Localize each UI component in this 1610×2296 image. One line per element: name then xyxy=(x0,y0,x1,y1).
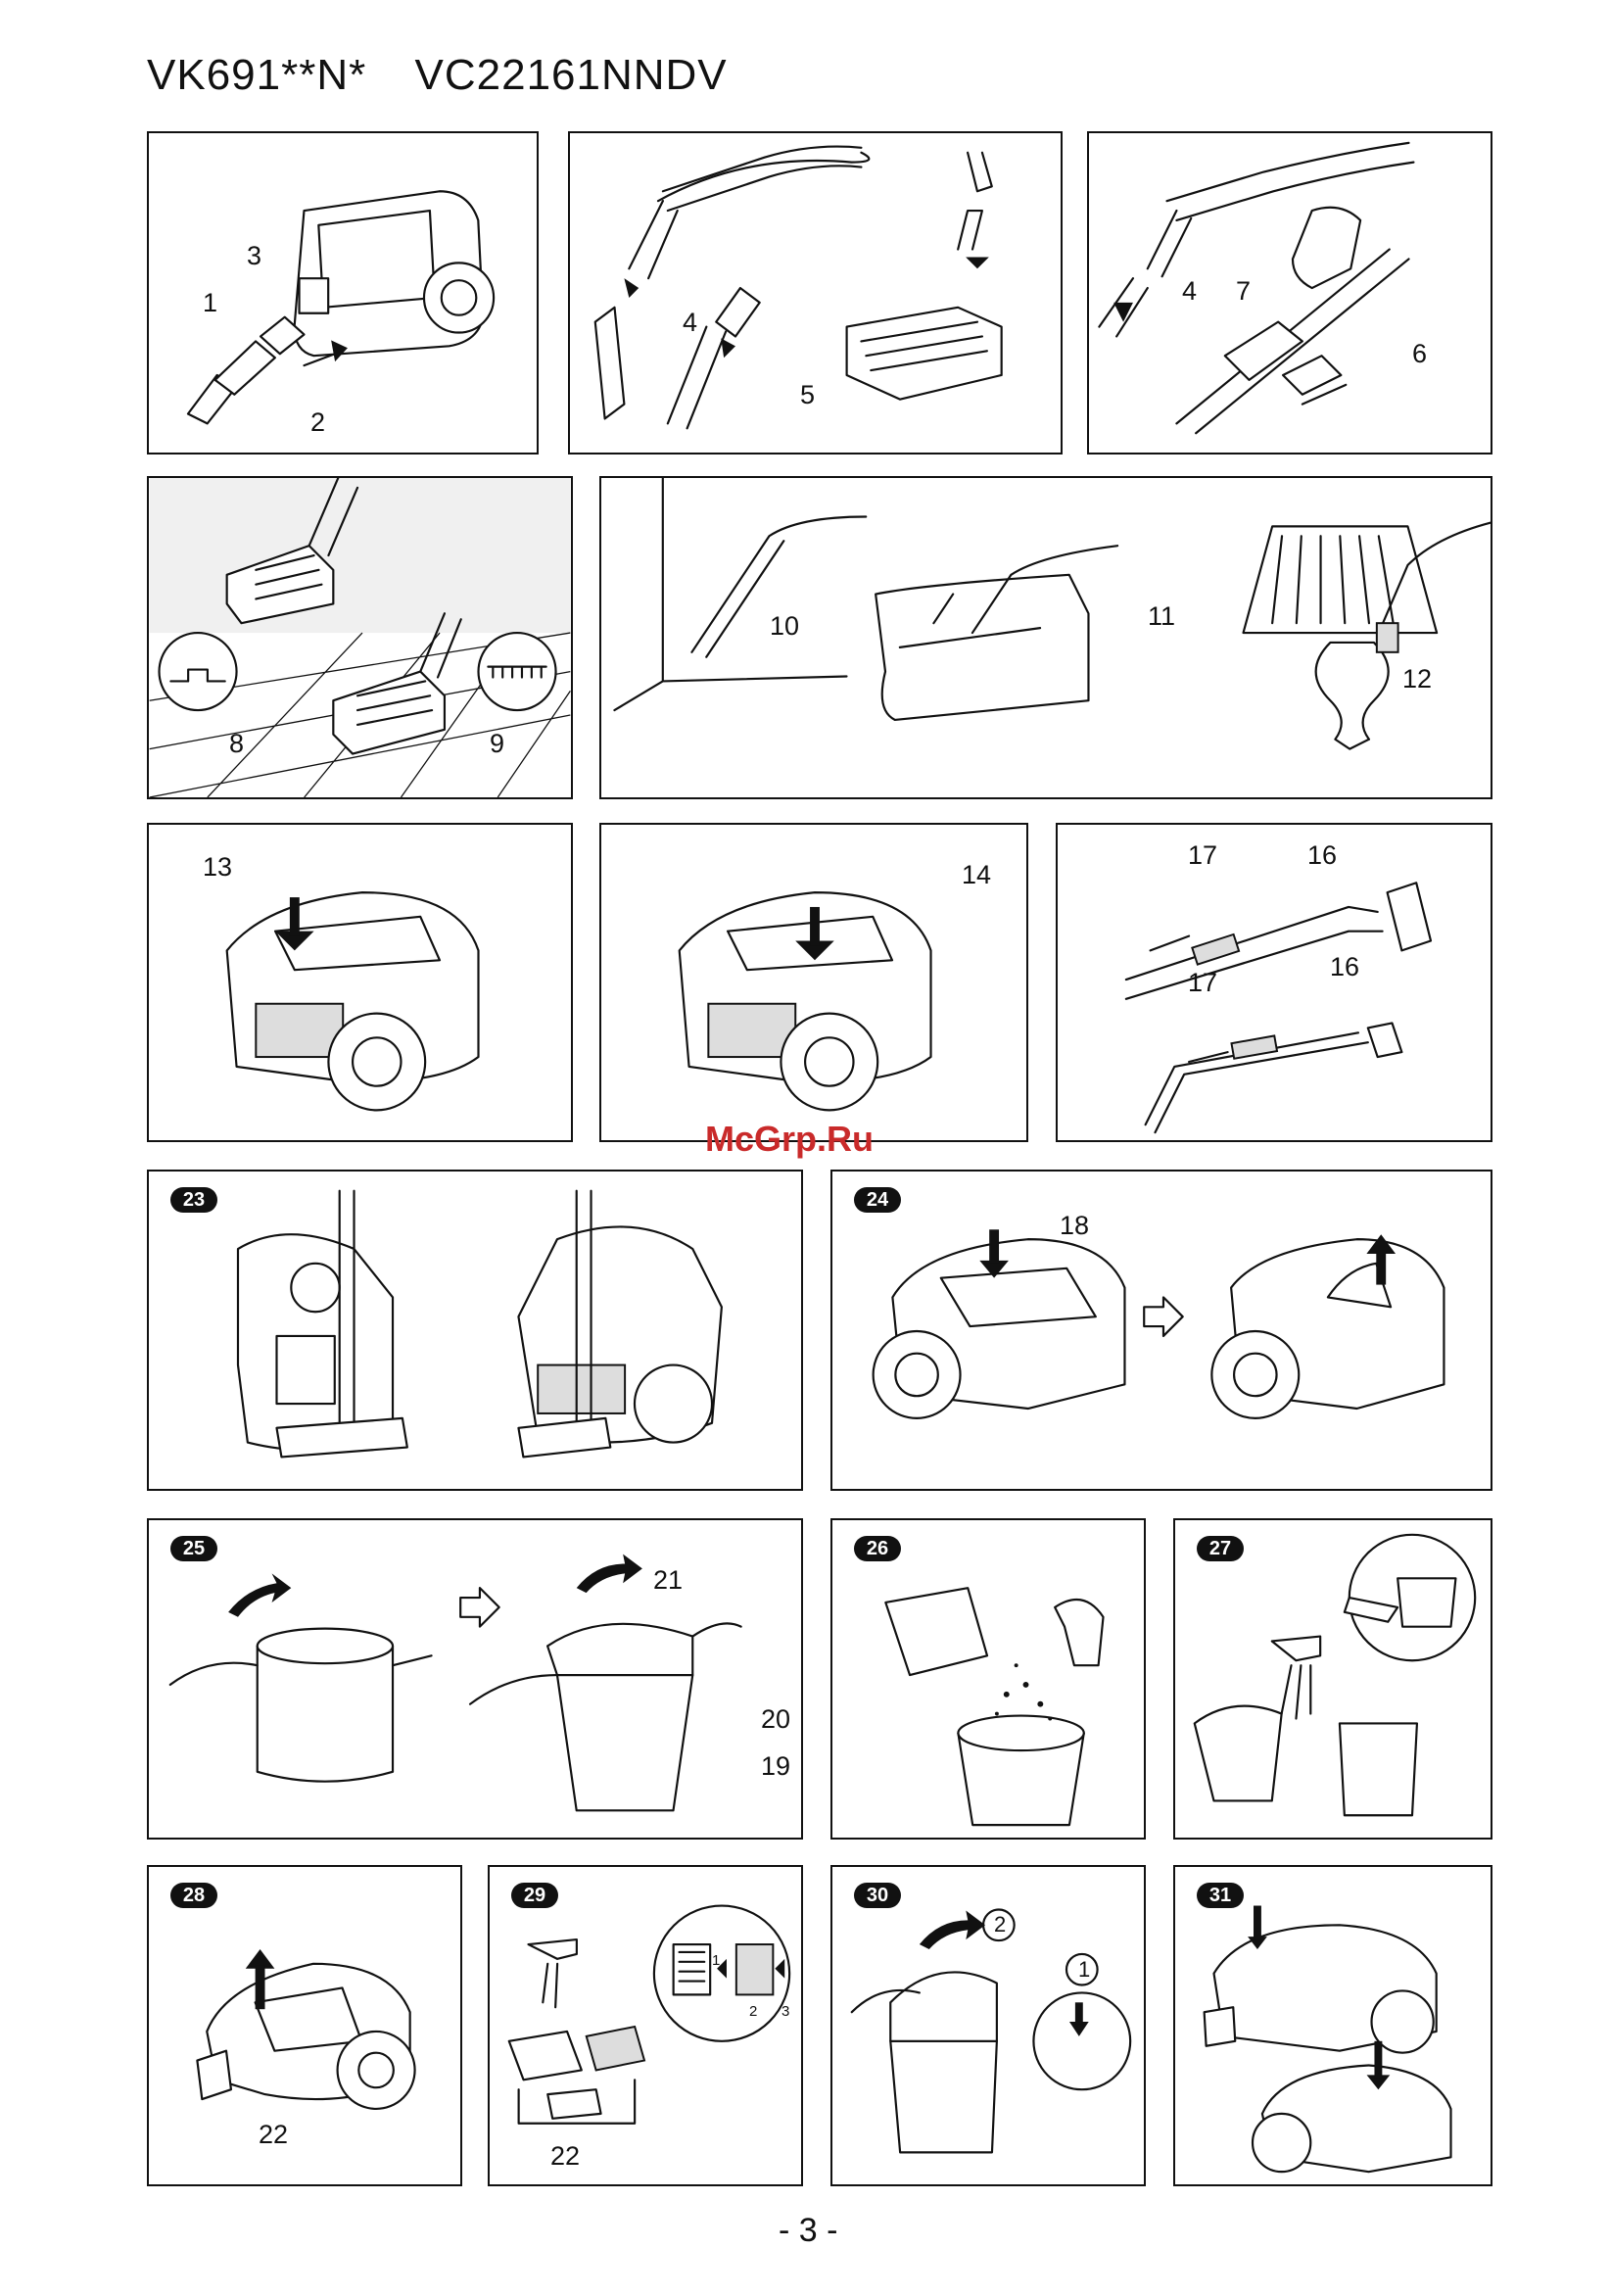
panel-26-empty-dust: 26 xyxy=(830,1518,1146,1840)
model-code-b: VC22161NNDV xyxy=(415,51,728,99)
label-6: 6 xyxy=(1412,341,1427,367)
watermark: McGrp.Ru xyxy=(705,1119,874,1160)
model-code-a: VK691**N* xyxy=(147,51,366,99)
label-13: 13 xyxy=(203,854,232,881)
accessory-nozzles-illustration xyxy=(601,478,1491,797)
empty-dust-illustration xyxy=(832,1520,1144,1838)
step-1: 1 xyxy=(712,1953,720,1968)
panel-attach-tube: 4 5 xyxy=(568,131,1063,454)
close-lid-illustration xyxy=(832,1867,1144,2184)
label-8: 8 xyxy=(229,731,244,757)
panel-floor-nozzle: 8 9 xyxy=(147,476,573,799)
label-9: 9 xyxy=(490,731,504,757)
panel-power-button: 13 xyxy=(147,823,573,1142)
dustbin-release-illustration xyxy=(832,1172,1491,1489)
label-20: 20 xyxy=(761,1706,790,1733)
label-5: 5 xyxy=(800,382,815,408)
suction-control-illustration xyxy=(1058,825,1491,1140)
label-1: 1 xyxy=(203,290,217,316)
label-7: 7 xyxy=(1236,278,1251,305)
label-3: 3 xyxy=(247,243,261,269)
label-4: 4 xyxy=(683,310,697,336)
panel-27-wash-dustbin: 27 xyxy=(1173,1518,1492,1840)
parking-position-illustration xyxy=(149,1172,801,1489)
step-2: 2 xyxy=(994,1914,1006,1936)
step-2: 2 xyxy=(749,2004,757,2019)
label-14: 14 xyxy=(962,862,991,888)
tube-attach-illustration xyxy=(570,133,1061,453)
document-title: VK691**N* VC22161NNDV xyxy=(147,51,763,100)
wash-dustbin-illustration xyxy=(1175,1520,1491,1838)
label-18: 18 xyxy=(1060,1213,1089,1239)
floor-nozzle-illustration xyxy=(149,478,571,797)
label-2: 2 xyxy=(310,409,325,436)
label-21: 21 xyxy=(653,1567,683,1594)
panel-31-reinsert-dustbin: 31 xyxy=(1173,1865,1492,2186)
panel-adjust-tube: 4 7 6 xyxy=(1087,131,1492,454)
step-3: 3 xyxy=(781,2004,789,2019)
panel-29-wash-filter: 29 1 2 3 22 xyxy=(488,1865,803,2186)
label-22: 22 xyxy=(550,2143,580,2170)
reinsert-dustbin-illustration xyxy=(1175,1867,1491,2184)
panel-24-open-dustbin: 24 18 xyxy=(830,1170,1492,1491)
label-16: 16 xyxy=(1330,954,1359,981)
label-19: 19 xyxy=(761,1753,790,1780)
label-17: 17 xyxy=(1188,842,1217,869)
label-12: 12 xyxy=(1402,666,1432,693)
step-1: 1 xyxy=(1078,1959,1090,1981)
remove-filter-illustration xyxy=(149,1867,460,2184)
panel-23-storage: 23 xyxy=(147,1170,803,1491)
label-4: 4 xyxy=(1182,278,1197,305)
label-10: 10 xyxy=(770,613,799,640)
label-17: 17 xyxy=(1188,970,1217,996)
panel-cord-rewind: 14 xyxy=(599,823,1028,1142)
label-11: 11 xyxy=(1148,603,1175,630)
dustbin-lid-illustration xyxy=(149,1520,801,1838)
wash-filter-illustration xyxy=(490,1867,801,2184)
label-16: 16 xyxy=(1307,842,1337,869)
page-number: - 3 - xyxy=(779,2212,837,2250)
panel-28-remove-filter: 28 22 xyxy=(147,1865,462,2186)
panel-accessory-nozzles: 10 11 12 xyxy=(599,476,1492,799)
panel-25-open-lid: 25 21 20 19 xyxy=(147,1518,803,1840)
telescopic-tube-illustration xyxy=(1089,133,1491,453)
panel-suction-control: 17 16 17 16 xyxy=(1056,823,1492,1142)
panel-30-close-lid: 30 2 1 xyxy=(830,1865,1146,2186)
panel-attach-handle: 1 2 3 xyxy=(147,131,539,454)
label-22: 22 xyxy=(259,2122,288,2148)
